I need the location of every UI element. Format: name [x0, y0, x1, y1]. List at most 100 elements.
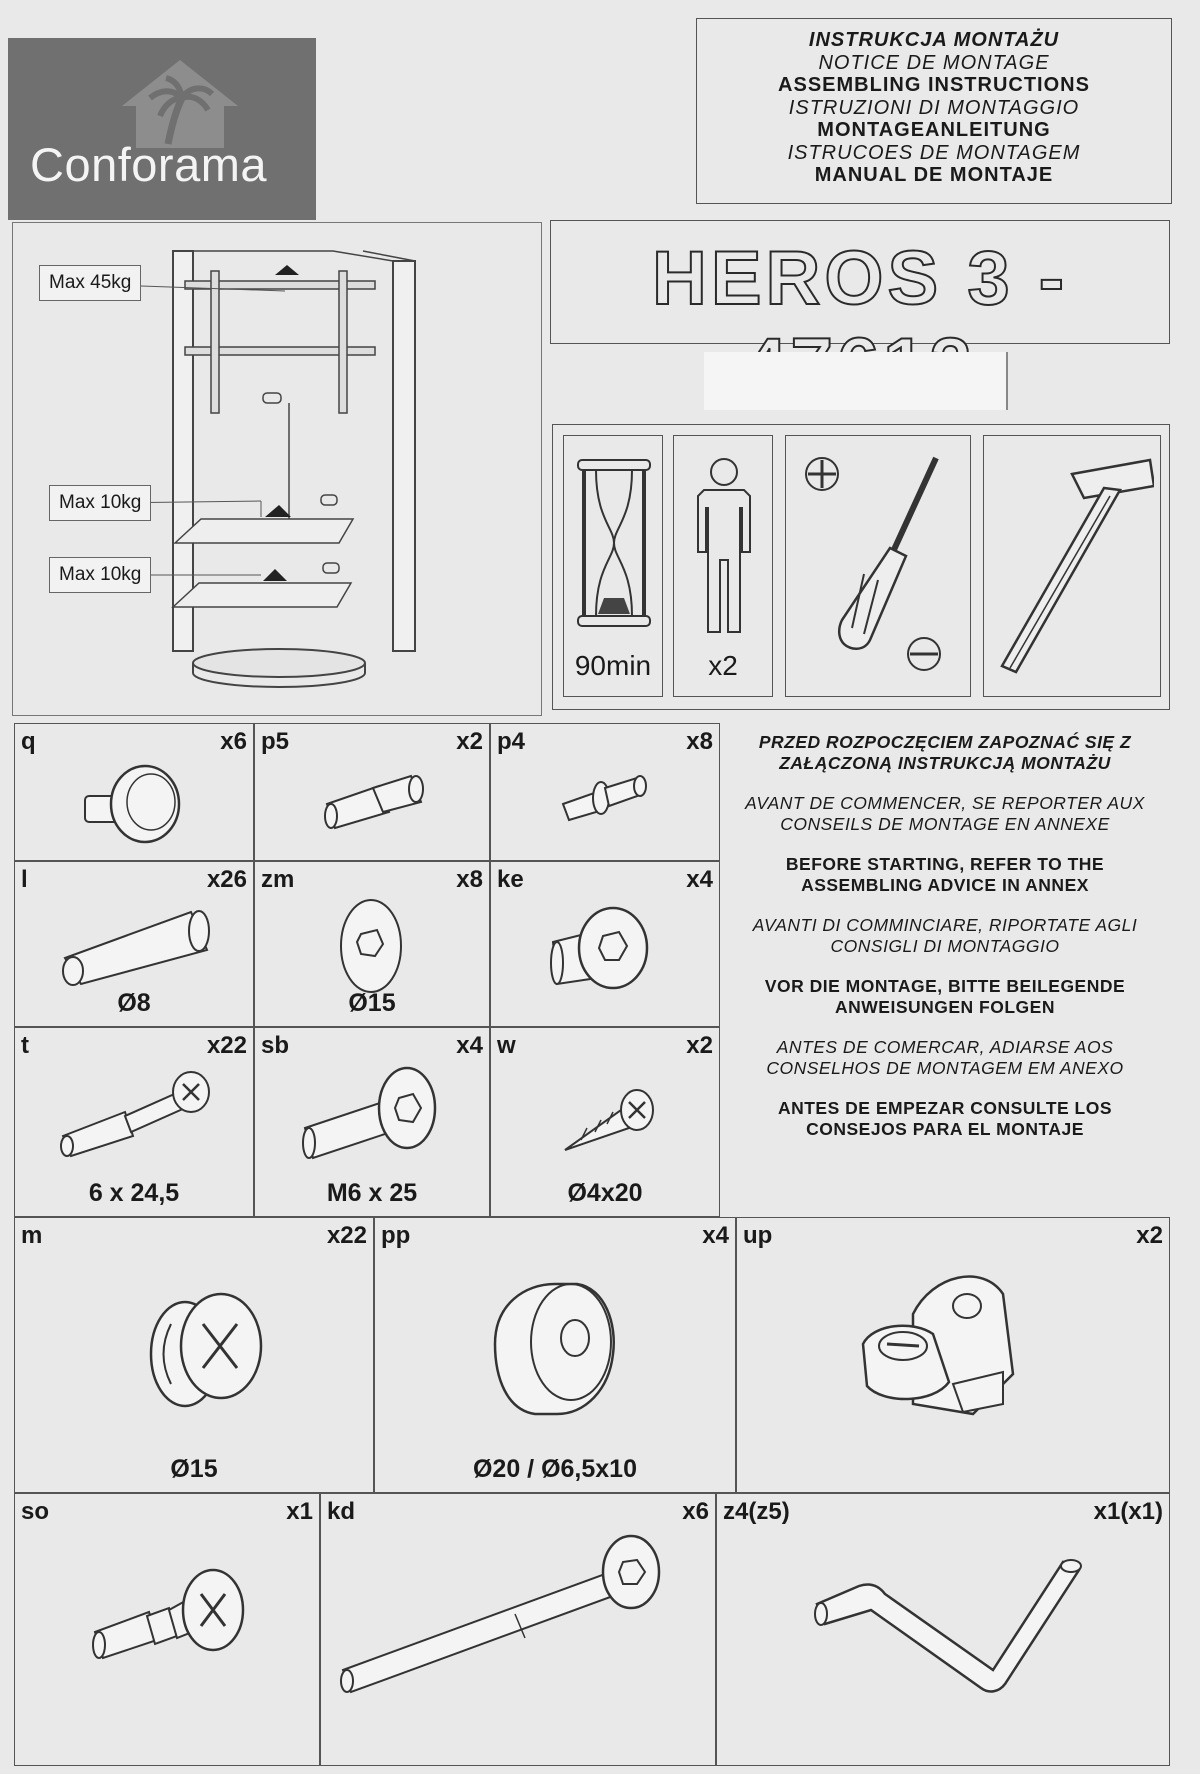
leader-lines — [113, 284, 286, 576]
part-qty: x2 — [686, 1032, 713, 1059]
wooden-dowel-icon — [62, 910, 210, 986]
hammer-icon — [1000, 458, 1154, 674]
allen-key-icon — [814, 1559, 1082, 1693]
model-box: HEROS 3 - 47612 — [550, 220, 1170, 409]
screwdriver-cell — [785, 435, 971, 697]
title-line: MONTAGEANLEITUNG — [817, 119, 1051, 141]
notice-text: ANTES DE EMPEZAR CONSULTE LOS CONSEJOS P… — [777, 1098, 1113, 1139]
part-qty: x4 — [456, 1032, 483, 1059]
tv-stand-illustration — [171, 250, 416, 688]
part-size: Ø8 — [117, 989, 151, 1017]
part-cell: pp x4 Ø20 / Ø6,5x10 — [374, 1217, 736, 1493]
part-qty: x22 — [326, 1222, 367, 1249]
part-code: q — [21, 728, 36, 755]
shelf-support-icon — [561, 775, 647, 822]
spacer-ring-icon — [493, 1282, 615, 1416]
part-code: kd — [327, 1498, 356, 1525]
persons-cell: x2 — [673, 435, 773, 697]
part-code: so — [21, 1498, 50, 1525]
part-qty: x4 — [686, 866, 713, 893]
part-code: z4(z5) — [723, 1498, 790, 1525]
part-cell: zm x8 Ø15 — [254, 861, 490, 1027]
part-size: Ø20 / Ø6,5x10 — [472, 1455, 637, 1483]
notice-text: AVANTI DI COMMINCIARE, RIPORTATE AGLI CO… — [752, 915, 1138, 956]
part-qty: x8 — [456, 866, 483, 893]
title-line: ISTRUCOES DE MONTAGEM — [787, 141, 1081, 164]
part-code: w — [497, 1032, 516, 1059]
part-code: m — [21, 1222, 43, 1249]
notice-text: VOR DIE MONTAGE, BITTE BEILEGENDE ANWEIS… — [764, 976, 1126, 1017]
tools-panel: 90min x2 — [552, 424, 1170, 710]
wood-screw-icon — [564, 1089, 654, 1151]
part-cell: kd x6 — [320, 1493, 716, 1766]
part-size: Ø4x20 — [567, 1179, 643, 1207]
part-size: 6 x 24,5 — [88, 1179, 180, 1207]
title-line: MANUAL DE MONTAJE — [814, 164, 1054, 186]
cam-lock-icon — [149, 1292, 263, 1408]
time-label: 90min — [574, 650, 652, 681]
house-palm-icon — [122, 60, 238, 148]
part-size: Ø15 — [170, 1455, 218, 1483]
part-size: Ø15 — [348, 989, 396, 1017]
persons-label: x2 — [708, 650, 738, 681]
part-code: p5 — [261, 728, 290, 755]
notice-text: BEFORE STARTING, REFER TO THE ASSEMBLING… — [785, 854, 1105, 895]
part-cell: sb x4 M6 x 25 — [254, 1027, 490, 1217]
hex-bolt-icon — [302, 1066, 437, 1160]
part-cell: p5 x2 — [254, 723, 490, 861]
long-bolt-icon — [340, 1534, 661, 1694]
part-qty: x6 — [682, 1498, 709, 1525]
max-load-label: Max 10kg — [49, 557, 152, 593]
part-cell: ke x4 — [490, 861, 720, 1027]
person-icon — [697, 458, 751, 633]
connector-nut-icon — [550, 906, 649, 990]
title-line: NOTICE DE MONTAGE — [818, 51, 1050, 74]
part-cell: l x26 Ø8 — [14, 861, 254, 1027]
part-qty: x6 — [220, 728, 247, 755]
title-line: ISTRUZIONI DI MONTAGGIO — [788, 96, 1080, 119]
title-languages: INSTRUKCJA MONTAŻU NOTICE DE MONTAGE ASS… — [696, 18, 1172, 204]
max-load-label: Max 10kg — [49, 485, 152, 521]
angle-bracket-icon — [861, 1275, 1015, 1416]
part-qty: x2 — [1136, 1222, 1163, 1249]
brand-name: Conforama — [30, 138, 267, 191]
part-code: l — [21, 866, 28, 893]
part-cell: z4(z5) x1(x1) — [716, 1493, 1170, 1766]
part-code: up — [743, 1222, 773, 1249]
knob-icon — [84, 764, 181, 844]
part-code: sb — [261, 1032, 290, 1059]
part-qty: x22 — [206, 1032, 247, 1059]
time-cell: 90min — [563, 435, 663, 697]
hammer-cell — [983, 435, 1161, 697]
part-code: p4 — [497, 728, 526, 755]
title-line: ASSEMBLING INSTRUCTIONS — [778, 74, 1090, 96]
part-cell: so x1 — [14, 1493, 320, 1766]
part-cell: m x22 Ø15 — [14, 1217, 374, 1493]
shelf-pin-icon — [324, 774, 424, 830]
part-cell: w x2 Ø4x20 — [490, 1027, 720, 1217]
max-load-label: Max 45kg — [39, 265, 142, 301]
part-qty: x2 — [456, 728, 483, 755]
notice-text: ANTES DE COMERCAR, ADIARSE AOS CONSELHOS… — [766, 1037, 1124, 1078]
part-size: M6 x 25 — [326, 1179, 418, 1207]
part-cell: up x2 — [736, 1217, 1170, 1493]
title-line: INSTRUKCJA MONTAŻU — [808, 29, 1060, 51]
notice-text: PRZED ROZPOCZĘCIEM ZAPOZNAĆ SIĘ Z ZAŁĄCZ… — [758, 732, 1132, 773]
notice-text: AVANT DE COMMENCER, SE REPORTER AUX CONS… — [745, 793, 1145, 834]
part-cell: p4 x8 — [490, 723, 720, 861]
screwdriver-icon — [805, 456, 941, 671]
part-code: ke — [497, 866, 524, 893]
product-drawing: Max 45kg Max 10kg Max 10kg — [12, 222, 542, 716]
notice-panel: PRZED ROZPOCZĘCIEM ZAPOZNAĆ SIĘ Z ZAŁĄCZ… — [720, 718, 1170, 1218]
hourglass-icon — [577, 459, 651, 627]
part-cell: t x22 6 x 24,5 — [14, 1027, 254, 1217]
blurred-label — [704, 352, 1008, 410]
part-qty: x26 — [206, 866, 247, 893]
part-code: zm — [261, 866, 295, 893]
part-code: t — [21, 1032, 29, 1059]
part-code: pp — [381, 1222, 411, 1249]
part-cell: q x6 — [14, 723, 254, 861]
cam-bolt-icon — [92, 1568, 245, 1660]
brand-logo: Conforama — [8, 38, 316, 220]
part-qty: x1(x1) — [1093, 1498, 1163, 1525]
